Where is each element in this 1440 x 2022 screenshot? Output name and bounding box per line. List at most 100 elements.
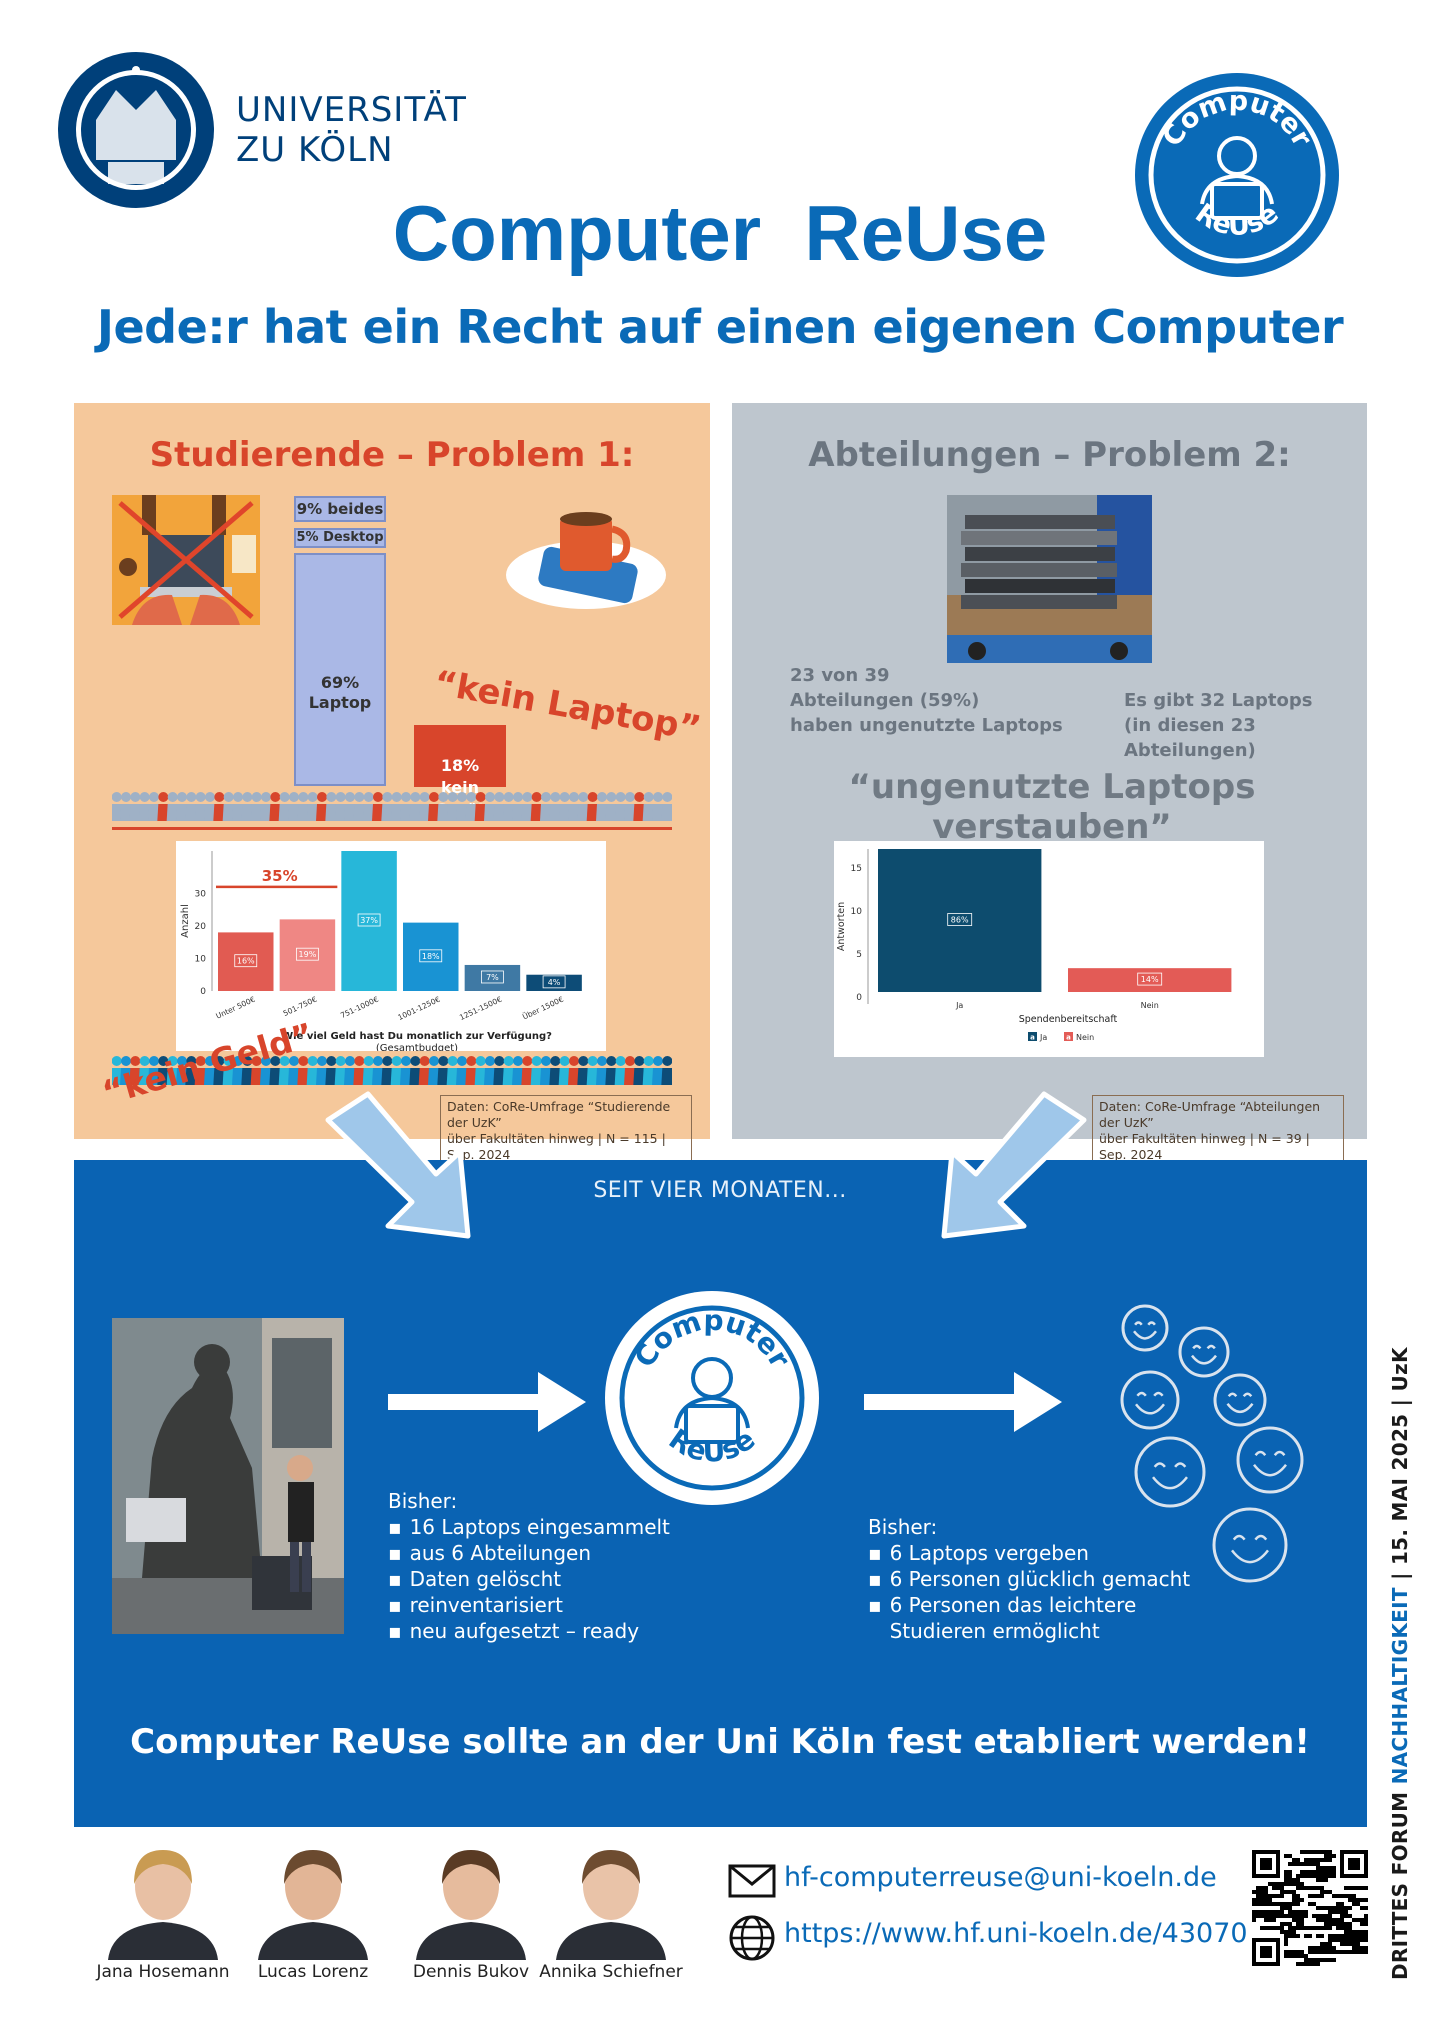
bullet-icon: ▪ <box>868 1593 882 1617</box>
collected-text: neu aufgesetzt – ready <box>409 1619 640 1643</box>
person-figure-icon <box>502 792 515 821</box>
arrow-down-left-icon <box>318 1090 488 1240</box>
university-line-2: ZU KÖLN <box>236 130 394 170</box>
person-figure-icon <box>558 792 571 821</box>
team-member-name: Jana Hosemann <box>96 1962 230 1982</box>
person-figure-icon <box>362 792 375 821</box>
collected-item: ▪reinventarisiert <box>388 1592 670 1618</box>
person-figure-icon <box>372 1056 384 1085</box>
person-figure-icon <box>614 792 627 821</box>
person-figure-icon <box>390 792 403 821</box>
email-link[interactable]: hf-computerreuse@uni-koeln.de <box>784 1862 1217 1893</box>
collected-text: 16 Laptops eingesammelt <box>409 1515 670 1539</box>
person-figure-icon <box>278 792 291 821</box>
person-figure-icon <box>474 792 487 821</box>
distributed-text: 6 Personen das leichtere <box>889 1593 1137 1617</box>
person-figure-icon <box>138 792 151 821</box>
person-figure-icon <box>512 1056 524 1085</box>
income-bar <box>341 851 397 991</box>
person-figure-icon <box>250 792 263 821</box>
person-figure-icon <box>652 792 664 821</box>
person-figure-icon <box>194 1056 207 1085</box>
person-figure-icon <box>484 1056 496 1085</box>
qr-code[interactable] <box>1252 1850 1368 1966</box>
person-figure-icon <box>297 792 310 821</box>
person-figure-icon <box>502 1056 515 1085</box>
x-axis-label-2: (Gesamtbudget) <box>376 1043 458 1051</box>
person-figure-icon <box>157 792 170 821</box>
distributed-item: ▪6 Laptops vergeben <box>868 1540 1190 1566</box>
distributed-list: Bisher: ▪6 Laptops vergeben▪6 Personen g… <box>868 1514 1190 1644</box>
stat-laptops: Es gibt 32 Laptops (in diesen 23 Abteilu… <box>1124 688 1367 763</box>
event-sidebar-text: DRITTES FORUM NACHHALTIGKEIT | 15. MAI 2… <box>1388 1347 1412 1980</box>
x-tick-label: Unter 500€ <box>214 995 256 1021</box>
person-figure-icon <box>558 1056 571 1085</box>
data-label-box <box>296 947 319 961</box>
smiley-icon <box>1134 1436 1206 1508</box>
collected-item: ▪neu aufgesetzt – ready <box>388 1618 670 1644</box>
bar-laptop-label: 69% Laptop <box>308 673 372 712</box>
quote-dusty-laptops: “ungenutzte Laptops verstauben” <box>848 767 1256 847</box>
problem-1-source-line-1: Daten: CoRe-Umfrage “Studierende der UzK… <box>447 1099 671 1130</box>
problem-2-source-line-2: über Fakultäten hinweg | N = 39 | Sep. 2… <box>1099 1131 1310 1162</box>
website-link[interactable]: https://www.hf.uni-koeln.de/43070 <box>784 1918 1248 1949</box>
income-data-label: 19% <box>299 950 317 959</box>
person-figure-icon <box>549 792 562 821</box>
person-figure-icon <box>568 1056 580 1085</box>
y-tick-label: 30 <box>195 889 207 899</box>
person-figure-icon <box>334 1056 347 1085</box>
person-figure-icon <box>605 792 618 821</box>
bullet-icon: ▪ <box>388 1567 402 1591</box>
envelope-icon <box>728 1864 776 1898</box>
bar-desktop-label: 5% Desktop <box>296 530 384 545</box>
person-figure-icon <box>185 792 198 821</box>
person-figure-icon <box>325 792 338 821</box>
person-figure-icon <box>512 792 524 821</box>
person-figure-icon <box>586 1056 599 1085</box>
person-figure-icon <box>642 792 655 821</box>
team-member-photo <box>552 1838 670 1960</box>
arrow-right-2-icon <box>864 1372 1062 1432</box>
data-label-box <box>357 913 381 927</box>
stat-departments: 23 von 39 Abteilungen (59%) haben ungenu… <box>790 663 1063 738</box>
person-figure-icon <box>232 1056 244 1085</box>
person-figure-icon <box>325 1056 338 1085</box>
person-figure-icon <box>138 1056 151 1085</box>
legend-swatch <box>1064 1032 1073 1041</box>
team-member-photo <box>412 1838 530 1960</box>
problem-2-source: Daten: CoRe-Umfrage “Abteilungen der UzK… <box>1092 1095 1344 1167</box>
coffee-phone-illustration <box>506 503 666 613</box>
smiley-icon <box>1213 1373 1267 1427</box>
team-member-name: Annika Schiefner <box>539 1962 683 1982</box>
bullet-icon: ▪ <box>388 1593 402 1617</box>
person-figure-icon <box>428 792 440 821</box>
donation-bar <box>878 849 1042 992</box>
person-figure-icon <box>428 1056 440 1085</box>
person-figure-icon <box>204 792 216 821</box>
person-figure-icon <box>185 1056 198 1085</box>
distributed-text: 6 Laptops vergeben <box>889 1541 1089 1565</box>
y-tick-label: 10 <box>195 954 207 964</box>
person-figure-icon <box>652 1056 664 1085</box>
person-figure-icon <box>372 792 384 821</box>
team-member-photo <box>104 1838 222 1960</box>
person-figure-icon <box>493 792 506 821</box>
distributed-text: 6 Personen glücklich gemacht <box>889 1567 1191 1591</box>
collected-text: aus 6 Abteilungen <box>409 1541 592 1565</box>
x-tick-label: 751-1000€ <box>339 995 380 1021</box>
income-data-label: 16% <box>237 957 255 966</box>
x-tick-label: 1251-1500€ <box>458 995 503 1023</box>
person-figure-icon <box>334 792 347 821</box>
data-label-box <box>419 949 443 963</box>
crossed-laptop-illustration <box>112 495 260 625</box>
smiley-cluster <box>1110 1300 1330 1600</box>
person-figure-icon <box>474 1056 487 1085</box>
person-figure-icon <box>129 792 142 821</box>
statue-photo <box>112 1318 344 1634</box>
person-figure-icon <box>530 1056 543 1085</box>
person-figure-icon <box>633 792 646 821</box>
y-tick-label: 20 <box>195 922 207 932</box>
collected-item: ▪Daten gelöscht <box>388 1566 670 1592</box>
data-label-box <box>1137 972 1163 986</box>
